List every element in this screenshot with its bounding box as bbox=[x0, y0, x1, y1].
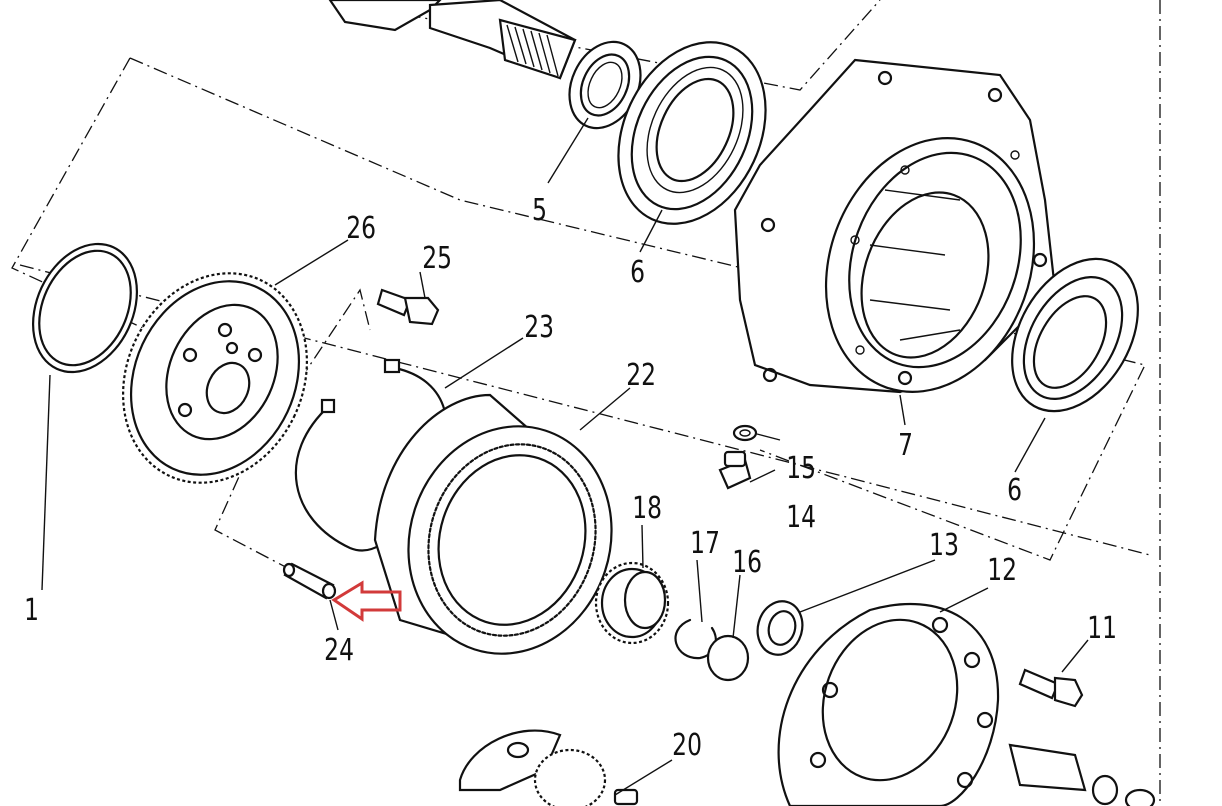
planet-carrier-12 bbox=[777, 602, 1000, 806]
callout-13: 13 bbox=[929, 528, 959, 563]
ring-gear-22 bbox=[373, 393, 613, 655]
callout-24: 24 bbox=[324, 633, 354, 668]
callout-14: 14 bbox=[786, 500, 816, 535]
callout-6-right: 6 bbox=[1007, 473, 1022, 508]
highlight-arrow-part-24 bbox=[331, 580, 402, 622]
callout-labels: 1 5 6 6 7 11 12 13 14 15 16 17 18 20 22 … bbox=[24, 193, 1117, 763]
bolt-11 bbox=[1018, 668, 1084, 708]
bearing-6-top bbox=[617, 41, 767, 225]
drive-shaft bbox=[328, 0, 577, 80]
callout-20: 20 bbox=[672, 728, 702, 763]
o-ring-1 bbox=[31, 242, 139, 374]
pinion-18 bbox=[594, 561, 670, 645]
housing-7 bbox=[733, 58, 1057, 394]
bearing-6-right bbox=[1011, 257, 1139, 413]
disc-16 bbox=[706, 634, 750, 682]
bolt-25 bbox=[376, 288, 440, 326]
callout-12: 12 bbox=[987, 553, 1017, 588]
callout-16: 16 bbox=[732, 545, 762, 580]
callout-22: 22 bbox=[626, 358, 656, 393]
callout-18: 18 bbox=[632, 491, 662, 526]
callout-11: 11 bbox=[1087, 611, 1117, 646]
lower-shaft-parts bbox=[1008, 743, 1156, 806]
callout-26: 26 bbox=[346, 211, 376, 246]
lock-washer-13 bbox=[756, 600, 804, 656]
gear-cluster-20 bbox=[458, 729, 639, 806]
gear-26 bbox=[122, 272, 308, 484]
callout-1: 1 bbox=[24, 593, 39, 628]
leader-lines bbox=[41, 117, 1089, 796]
drain-plug-14 bbox=[718, 450, 752, 490]
pin-24 bbox=[282, 562, 337, 600]
callout-23: 23 bbox=[524, 310, 554, 345]
washer-15 bbox=[732, 424, 758, 442]
callout-15: 15 bbox=[786, 451, 816, 486]
callout-7: 7 bbox=[898, 428, 913, 463]
callout-6-top: 6 bbox=[630, 255, 645, 290]
callout-17: 17 bbox=[690, 526, 720, 561]
callout-25: 25 bbox=[422, 241, 452, 276]
callout-5: 5 bbox=[532, 193, 547, 228]
